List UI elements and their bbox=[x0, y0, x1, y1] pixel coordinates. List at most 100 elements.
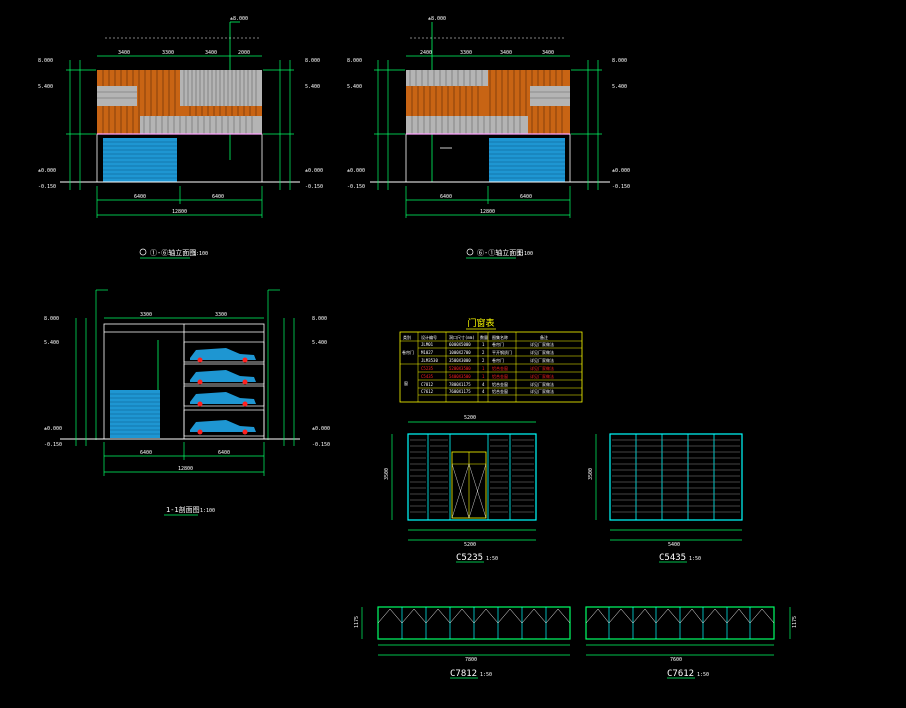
window-c5435-label: C5435 bbox=[659, 553, 686, 563]
elevation-left-scale: 1:100 bbox=[193, 251, 208, 257]
elevation-right-top-dim-1: 2400 bbox=[420, 50, 432, 56]
elevation-right-top-dim-3: 3400 bbox=[500, 50, 512, 56]
schedule-title: 门窗表 bbox=[467, 317, 494, 329]
elevation-right-top-note: ±8.000 bbox=[428, 16, 446, 22]
section-level-r3: ±0.000 bbox=[312, 426, 330, 432]
schedule-row-0-qty: 1 bbox=[482, 342, 485, 347]
section-cars bbox=[190, 348, 256, 432]
elevation-right-level-l2: 5.400 bbox=[347, 84, 362, 90]
window-c5235: 5200 bbox=[384, 415, 537, 563]
schedule-row-1-code: M1027 bbox=[421, 350, 434, 355]
schedule-header-3: 数量 bbox=[480, 334, 488, 340]
window-c7812-width: 7800 bbox=[465, 657, 477, 663]
elevation-right-level-l1: 8.000 bbox=[347, 58, 362, 64]
elevation-left-shutter-door bbox=[103, 138, 177, 182]
schedule-row-5-qty: 4 bbox=[482, 382, 485, 387]
elevation-right: ±8.000 2400 3300 3400 3400 bbox=[347, 16, 630, 259]
section-scale: 1:100 bbox=[200, 508, 215, 514]
section-top-dim-1: 3300 bbox=[140, 312, 152, 318]
elevation-left-level-r1: 8.000 bbox=[305, 58, 320, 64]
elevation-right-title: ⑥-①轴立面图 bbox=[477, 248, 523, 257]
schedule-row-0-size: 6000X5000 bbox=[449, 342, 471, 347]
schedule-header-4: 图集名称 bbox=[492, 334, 508, 340]
elevation-left-top-note: ±8.000 bbox=[230, 16, 248, 22]
schedule-header-2: 洞口尺寸(mm) bbox=[449, 334, 475, 340]
elevation-right-overall-dim: 12800 bbox=[480, 209, 495, 215]
window-c5435-scale: 1:50 bbox=[689, 556, 701, 562]
elevation-right-level-r1: 8.000 bbox=[612, 58, 627, 64]
schedule-row-3-type: 铝合金窗 bbox=[492, 365, 508, 371]
elevation-right-shutter-door bbox=[489, 138, 565, 182]
schedule-row-2-code: JLM3530 bbox=[421, 358, 438, 363]
section-level-r4: -0.150 bbox=[312, 442, 330, 448]
elevation-right-level-r3: ±0.000 bbox=[612, 168, 630, 174]
schedule-row-3-code: C5235 bbox=[421, 366, 434, 371]
elevation-left-louver-low bbox=[140, 116, 262, 134]
schedule-row-6-size: 7600X1175 bbox=[449, 389, 471, 394]
elevation-right-level-r2: 5.400 bbox=[612, 84, 627, 90]
window-c7612-label: C7612 bbox=[667, 669, 694, 679]
section-level-l4: -0.150 bbox=[44, 442, 62, 448]
schedule-row-6-type: 铝合金窗 bbox=[492, 388, 508, 394]
window-c5235-label: C5235 bbox=[456, 553, 483, 563]
section-1-1: 3300 3300 bbox=[44, 289, 330, 516]
section-level-l1: 8.000 bbox=[44, 316, 59, 322]
schedule-row-4-size: 5400X3500 bbox=[449, 374, 471, 379]
schedule-header-5: 备注 bbox=[540, 334, 548, 340]
elevation-left-top-dim-1: 3400 bbox=[118, 50, 130, 56]
section-top-dim-2: 3300 bbox=[215, 312, 227, 318]
window-c5435: 3500 5400 C5435 1:50 bbox=[588, 433, 743, 563]
schedule-header-0: 类别 bbox=[403, 334, 411, 340]
schedule-row-4-code: C5435 bbox=[421, 374, 434, 379]
schedule-row-4-qty: 1 bbox=[482, 374, 485, 379]
elevation-left-level-l1: 8.000 bbox=[38, 58, 53, 64]
elevation-left-level-r4: -0.150 bbox=[305, 184, 323, 190]
elevation-right-level-l3: ±0.000 bbox=[347, 168, 365, 174]
schedule-row-0-type: 卷帘门 bbox=[492, 341, 504, 347]
door-window-schedule: 门窗表 类别 设计编号 洞口尺寸(mm) 数量 图集名称 备注 卷帘门 窗 JL… bbox=[399, 317, 583, 403]
elevation-left-level-l4: -0.150 bbox=[38, 184, 56, 190]
elevation-left-level-l2: 5.400 bbox=[38, 84, 53, 90]
window-c7612-height: 1175 bbox=[792, 616, 798, 628]
window-c5435-height: 3500 bbox=[588, 468, 594, 480]
section-level-l2: 5.400 bbox=[44, 340, 59, 346]
elevation-left-level-r2: 5.400 bbox=[305, 84, 320, 90]
schedule-row-1-type: 平开钢质门 bbox=[492, 349, 512, 355]
window-c7812-label: C7812 bbox=[450, 669, 477, 679]
schedule-group-0: 卷帘门 bbox=[402, 349, 414, 355]
schedule-row-5-size: 7800X1175 bbox=[449, 382, 471, 387]
section-bottom-dim-2: 6400 bbox=[218, 450, 230, 456]
elevation-left-bottom-dim-2: 6400 bbox=[212, 194, 224, 200]
section-level-r2: 5.400 bbox=[312, 340, 327, 346]
section-overall-dim: 12800 bbox=[178, 466, 193, 472]
elevation-right-scale: 1:100 bbox=[518, 251, 533, 257]
schedule-group-1: 窗 bbox=[404, 380, 408, 386]
window-c5235-width-bottom: 5200 bbox=[464, 542, 476, 548]
schedule-row-6-note: 详见厂家做法 bbox=[530, 388, 554, 394]
elevation-left-top-dim-4: 2000 bbox=[238, 50, 250, 56]
schedule-row-6-qty: 4 bbox=[482, 389, 485, 394]
elevation-left-level-r3: ±0.000 bbox=[305, 168, 323, 174]
schedule-row-3-note: 详见厂家做法 bbox=[530, 365, 554, 371]
schedule-row-5-type: 铝合金窗 bbox=[492, 381, 508, 387]
elevation-left-top-dim-2: 3300 bbox=[162, 50, 174, 56]
schedule-row-2-note: 详见厂家做法 bbox=[530, 357, 554, 363]
elevation-right-louver-top bbox=[406, 70, 488, 86]
window-c7612: 1175 7600 C7612 1:50 bbox=[585, 606, 798, 679]
schedule-row-3-qty: 1 bbox=[482, 366, 485, 371]
schedule-row-2-qty: 2 bbox=[482, 358, 485, 363]
section-level-r1: 8.000 bbox=[312, 316, 327, 322]
elevation-right-top-dim-2: 3300 bbox=[460, 50, 472, 56]
elevation-right-level-r4: -0.150 bbox=[612, 184, 630, 190]
schedule-row-6-code: C7612 bbox=[421, 389, 434, 394]
window-c5235-scale: 1:50 bbox=[486, 556, 498, 562]
elevation-left-overall-dim: 12800 bbox=[172, 209, 187, 215]
window-c7812-scale: 1:50 bbox=[480, 672, 492, 678]
window-c5435-width: 5400 bbox=[668, 542, 680, 548]
schedule-row-1-note: 详见厂家做法 bbox=[530, 349, 554, 355]
window-c7812: 1175 7800 C7812 1:50 bbox=[354, 606, 571, 679]
elevation-left-louver-top bbox=[180, 70, 262, 106]
section-bottom-dim-1: 6400 bbox=[140, 450, 152, 456]
section-level-l3: ±0.000 bbox=[44, 426, 62, 432]
elevation-left-level-l3: ±0.000 bbox=[38, 168, 56, 174]
